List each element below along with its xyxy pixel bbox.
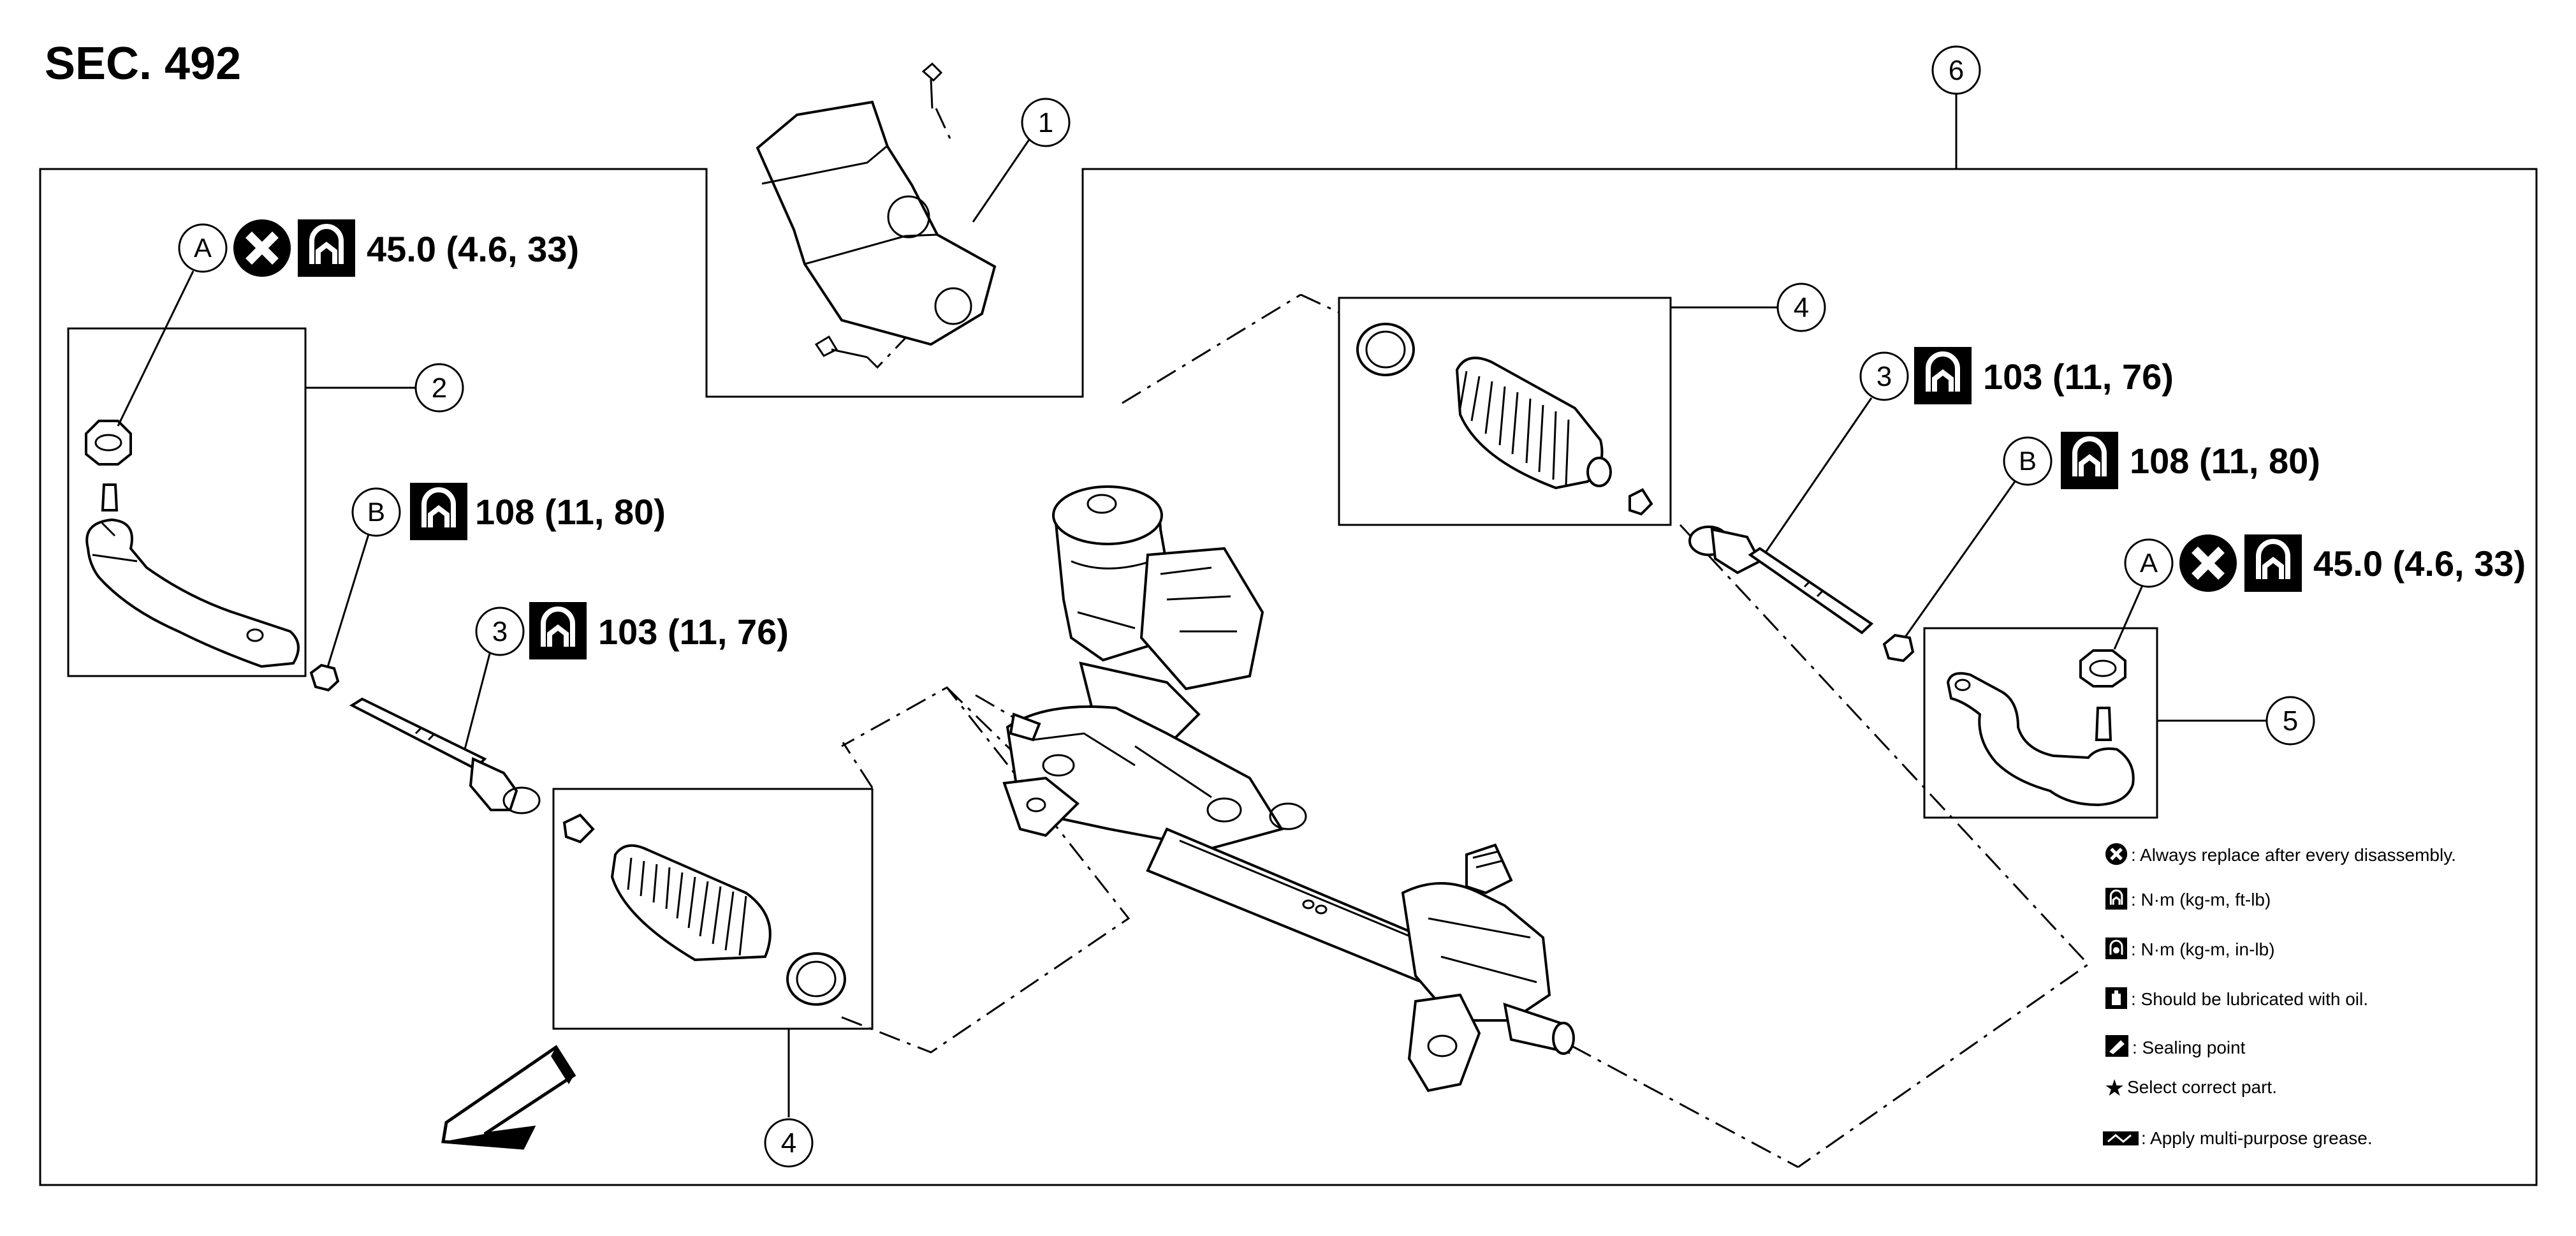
callout-2-circle [414,363,464,413]
torque-wrench-inlb-icon [2105,938,2127,959]
letter-b-left-circle [351,487,401,537]
torque-wrench-icon [2244,534,2302,592]
callout-3-left-circle [475,607,525,656]
lock-nut-right [1882,633,1915,663]
part-3-inner-tie-rod-right [1688,526,1874,635]
callout-6: 6 [1949,55,1964,86]
part-5-tie-rod-end [1946,649,2135,807]
torque-inner-left: 103 (11, 76) [598,612,789,652]
callout-1: 1 [1038,107,1053,138]
part-5-box [1923,627,2158,819]
legend-replace: : Always replace after every disassembly… [2131,845,2456,865]
part-4-boot-bottom [562,813,846,1006]
star-icon: ★ [2104,1075,2125,1101]
letter-a-left-circle [178,223,228,273]
replace-icon [2179,534,2237,592]
dashed-outline-right [1122,293,2090,1168]
part-3-inner-tie-rod-left [349,697,541,814]
dashed-outline-left [841,686,1131,1054]
torque-b-left: 108 (11, 80) [475,492,666,532]
torque-a-right: 45.0 (4.6, 33) [2313,543,2526,584]
part-4-bottom-box [552,788,874,1030]
callout-6-circle [1931,45,1981,95]
center-line-left [975,694,1014,719]
letter-b-right-circle [2003,436,2053,486]
legend-nm-ftlb: : N·m (kg-m, ft-lb) [2131,890,2271,909]
b-right-leader [1899,481,2016,645]
letter-b-right: B [2019,446,2037,476]
letter-a-left: A [194,233,212,263]
callout-2: 2 [432,372,447,404]
callout-4-bottom-circle [764,1118,814,1168]
torque-inner-right: 103 (11, 76) [1983,357,2174,397]
front-arrow-icon [441,1045,576,1150]
replace-icon [233,219,291,277]
callout-3-right: 3 [1877,361,1892,392]
part-4-boot-top [1356,323,1653,516]
torque-wrench-icon [2104,887,2128,911]
callout-3-right-circle [1859,351,1909,401]
legend-grease: : Apply multi-purpose grease. [2141,1128,2373,1148]
callout-4-top: 4 [1794,292,1809,323]
torque-a-left: 45.0 (4.6, 33) [367,229,579,269]
letter-a-right-circle [2124,538,2174,588]
lock-nut-left [309,663,340,692]
a-right-leader [2113,585,2144,650]
torque-wrench-icon [1914,347,1972,404]
sealing-icon [2105,1035,2128,1057]
legend-sealing: : Sealing point [2132,1038,2246,1057]
callout-3-right-leader [1762,397,1873,557]
torque-wrench-icon [410,483,467,540]
callout-3-left-leader [461,653,491,760]
legend-nm-inlb: : N·m (kg-m, in-lb) [2131,939,2275,959]
section-title: SEC. 492 [45,38,241,89]
replace-icon [2105,843,2127,865]
part-1-cover [756,62,997,369]
b-left-leader [325,534,370,672]
part-2-box [67,327,307,677]
legend-select: Select correct part. [2127,1077,2277,1097]
grease-icon [2103,1131,2139,1145]
callout-1-leader [972,137,1032,223]
letter-a-right: A [2140,548,2158,578]
torque-b-right: 108 (11, 80) [2130,441,2320,481]
letter-b-left: B [367,497,385,527]
legend: : Always replace after every disassembly… [2103,843,2456,1148]
callout-3-left: 3 [492,616,508,647]
callout-5: 5 [2283,705,2298,737]
callout-1-circle [1021,98,1071,147]
part-2-tie-rod-end [85,420,300,668]
torque-wrench-icon [298,219,355,277]
torque-wrench-icon [529,602,587,659]
callout-4-top-circle [1776,283,1826,332]
a-left-leader [117,270,194,427]
part-4-top-box [1338,297,1672,526]
callout-5-circle [2265,696,2315,746]
callout-4-bottom: 4 [781,1128,796,1159]
steering-gear-assembly [1002,485,1575,1093]
oil-can-icon [2105,987,2127,1009]
center-line-right [1571,1045,1799,1168]
assembly-outline [39,168,2538,1186]
torque-wrench-icon [2061,432,2118,489]
legend-oil: : Should be lubricated with oil. [2131,989,2368,1009]
